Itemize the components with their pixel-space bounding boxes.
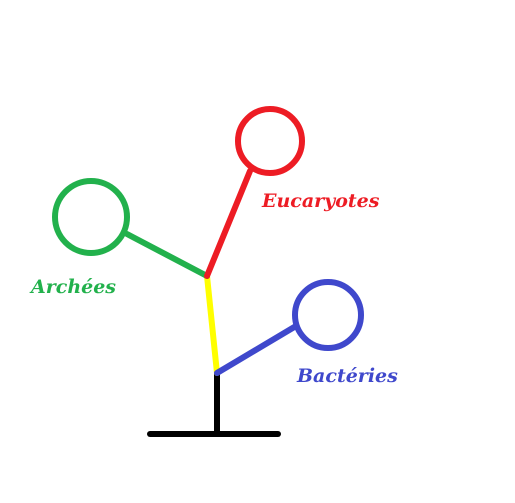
common-ancestor-trunk bbox=[204, 273, 220, 376]
archees-node-circle bbox=[52, 178, 130, 256]
bacteries-branch-line bbox=[214, 323, 299, 376]
bacteries-label: Bactéries bbox=[296, 365, 398, 387]
bacteries-node-circle bbox=[292, 279, 364, 351]
eucaryotes-node-circle bbox=[235, 106, 305, 176]
archees-label: Archées bbox=[29, 276, 116, 298]
eucaryotes-branch-line bbox=[204, 168, 253, 279]
eucaryotes-label: Eucaryotes bbox=[261, 190, 380, 212]
archees-branch-line bbox=[124, 231, 210, 279]
